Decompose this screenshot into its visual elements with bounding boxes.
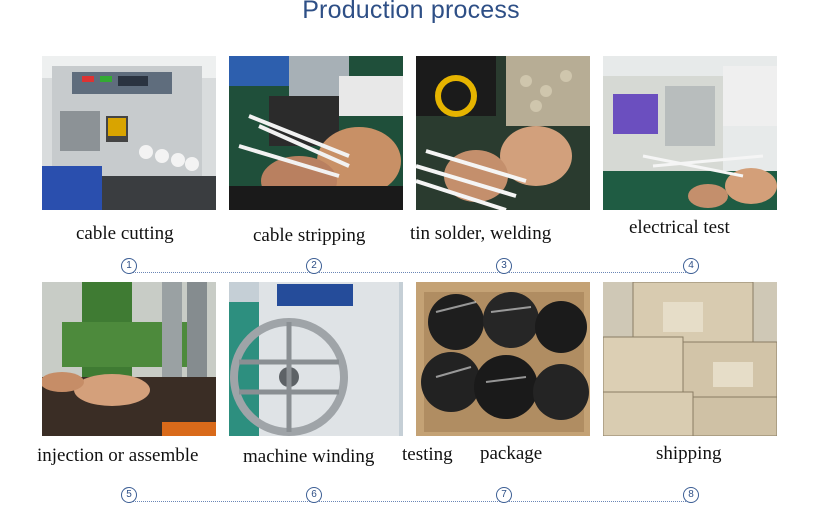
photo-electrical-test [603, 56, 777, 210]
photo-tin-solder [416, 56, 590, 210]
circled-number-icon: 6 [306, 487, 322, 503]
row-divider [128, 272, 692, 273]
step-caption: package [480, 443, 543, 464]
circled-number-icon: 3 [496, 258, 512, 274]
step-caption: cable cutting [76, 223, 174, 244]
circled-number-icon: 8 [683, 487, 699, 503]
circled-number-icon: 7 [496, 487, 512, 503]
circled-number-icon: 2 [306, 258, 322, 274]
extra-caption: testing [402, 444, 453, 465]
circled-number-icon: 5 [121, 487, 137, 503]
photo-injection [42, 282, 216, 436]
step-caption: cable stripping [253, 225, 366, 246]
circled-number-icon: 1 [121, 258, 137, 274]
page-title: Production process [302, 0, 520, 24]
row-divider [128, 501, 692, 502]
step-caption: machine winding [243, 446, 375, 467]
photo-package [416, 282, 590, 436]
photo-cable-cutting [42, 56, 216, 210]
photo-cable-stripping [229, 56, 403, 210]
step-caption: shipping [656, 443, 722, 464]
step-caption: injection or assemble [37, 445, 199, 466]
circled-number-icon: 4 [683, 258, 699, 274]
step-caption: electrical test [629, 217, 730, 238]
photo-shipping [603, 282, 777, 436]
photo-machine-winding [229, 282, 403, 436]
step-caption: tin solder, welding [410, 223, 552, 244]
